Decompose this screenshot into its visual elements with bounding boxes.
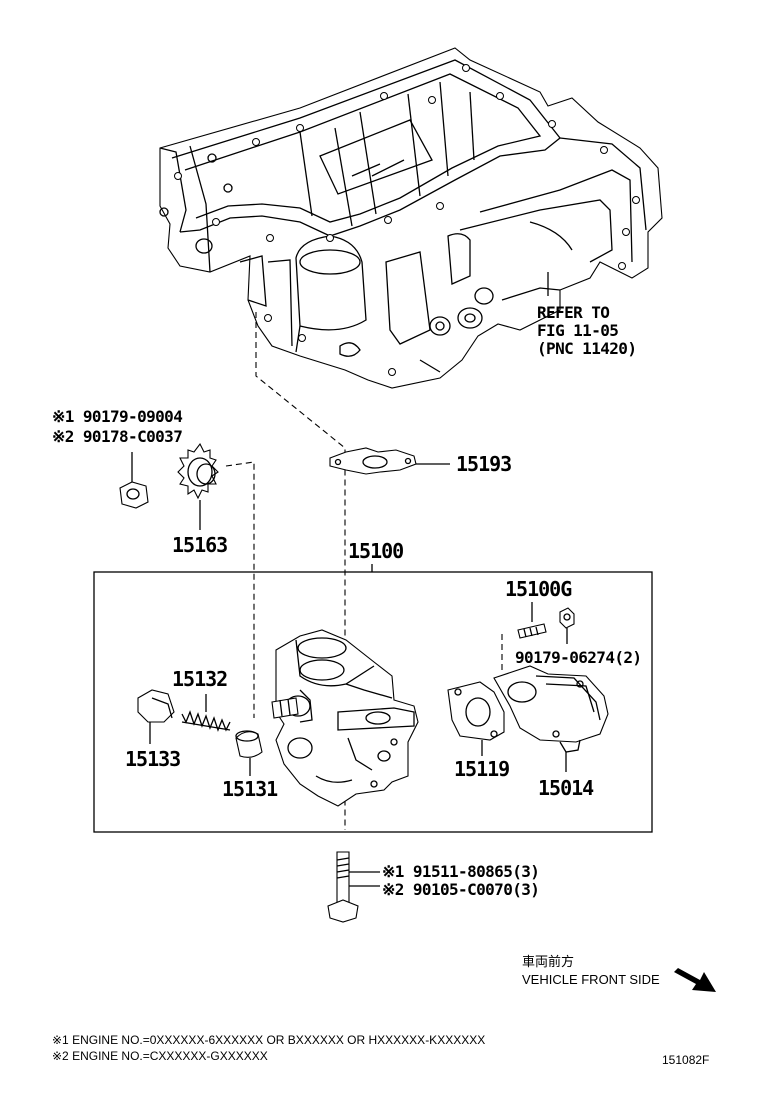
bolt-drawing <box>327 851 380 923</box>
cover-gasket-part-number: 15119 <box>454 757 509 781</box>
plug-drawing <box>137 689 175 744</box>
assembly-line-pan-to-gasket <box>255 312 346 830</box>
nut-drawing <box>119 481 149 509</box>
oil-pan-drawing <box>159 47 663 389</box>
pump-assy-box <box>93 571 653 833</box>
sprocket-gear-drawing <box>177 442 219 530</box>
valve-drawing <box>235 730 263 776</box>
nut-part-number-2: ※2 90178-C0037 <box>52 427 182 446</box>
direction-label-japanese: 車両前方 <box>522 954 574 969</box>
bolt-part-number-1: ※1 91511-80865(3) <box>382 862 539 881</box>
small-nut-drawing <box>559 607 575 644</box>
valve-part-number: 15131 <box>222 777 278 801</box>
reference-line-2: FIG 11-05 <box>537 321 618 340</box>
stud-kit-part-number: 15100G <box>505 577 572 601</box>
cover-gasket-drawing <box>447 681 505 756</box>
assembly-line-gear <box>225 461 255 718</box>
reference-line-3: (PNC 11420) <box>537 339 636 358</box>
footnote-2: ※2 ENGINE NO.=CXXXXXX-GXXXXXX <box>52 1049 268 1063</box>
bolt-part-number-2: ※2 90105-C0070(3) <box>382 880 539 899</box>
arrow-down-right-icon <box>674 968 716 992</box>
gear-part-number: 15163 <box>172 533 227 557</box>
stud-drawing <box>517 623 547 639</box>
oil-pump-body-drawing <box>271 629 419 807</box>
spring-drawing <box>181 710 231 732</box>
footnote-1: ※1 ENGINE NO.=0XXXXXX-6XXXXXX OR BXXXXXX… <box>52 1033 485 1047</box>
nut-part-number-1: ※1 90179-09004 <box>52 407 182 426</box>
small-nut-part-number: 90179-06274(2) <box>515 648 641 667</box>
plug-part-number: 15133 <box>125 747 180 771</box>
cover-drawing <box>493 665 609 772</box>
pump-assy-part-number: 15100 <box>348 539 403 563</box>
figure-id: 151082F <box>662 1053 709 1067</box>
spring-part-number: 15132 <box>172 667 227 691</box>
gasket-15193-drawing <box>329 447 450 475</box>
direction-label-english: VEHICLE FRONT SIDE <box>522 972 660 987</box>
reference-line-1: REFER TO <box>537 303 609 322</box>
cover-part-number: 15014 <box>538 776 594 800</box>
gasket-top-part-number: 15193 <box>456 452 511 476</box>
